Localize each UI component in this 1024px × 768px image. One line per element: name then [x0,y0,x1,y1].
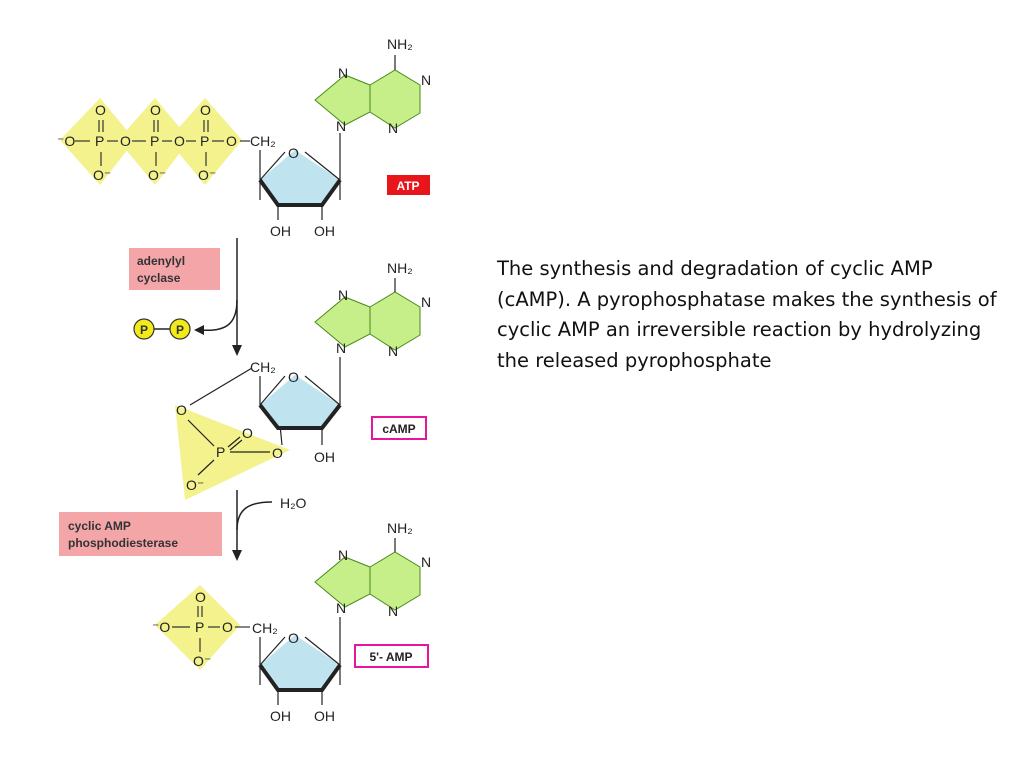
atom-n: N [388,603,398,619]
atom-oh: OH [314,449,335,465]
ch2-group: CH₂ [252,620,278,636]
water-label: H₂O [280,495,307,511]
camp-label: cAMP [382,422,415,436]
atom-o: O [272,445,283,461]
monophosphate-group [155,585,240,670]
ch2-group: CH₂ [250,359,276,375]
adenylyl-cyclase-box [129,248,220,290]
triphosphate-group: O O O ⁻O P O P O P O O⁻ [57,98,250,185]
atom-n: N [338,65,348,81]
atom-p: P [195,619,204,635]
atom-o: O [95,102,106,118]
ch2-group: CH₂ [250,133,276,149]
phosphate-p1: P [140,323,148,337]
camp-molecule: O P O O O⁻ O CH₂ OH N N N N NH₂ cAM [175,260,431,500]
atom-o: O [176,402,187,418]
atom-n: N [338,547,348,563]
atom-n: N [421,294,431,310]
atom-oh: OH [314,223,335,239]
atom-o-minus: O⁻ [186,477,204,493]
adenine-base: N N N N NH₂ [314,260,431,359]
atom-o: O [195,589,206,605]
atom-o: O [226,133,237,149]
phosphodiesterase-step: H₂O cyclic AMP phosphodiesterase [59,490,307,561]
amp-molecule: O ⁻O P O O⁻ O CH₂ OH OH N N N N [152,520,431,724]
atom-o-minus: ⁻O [152,619,170,635]
adenylyl-cyclase-step: adenylyl cyclase P P [129,238,242,356]
atom-n: N [336,340,346,356]
phosphate-p2: P [176,323,184,337]
atp-label: ATP [396,179,419,193]
atom-o-minus: O⁻ [93,167,111,183]
atom-o: O [242,425,253,441]
pyrophosphate-icon: P P [133,318,191,340]
adenylyl-cyclase-label-1: adenylyl [137,254,185,268]
nh2-group: NH₂ [387,36,413,52]
atom-oh: OH [270,223,291,239]
amp-badge [354,644,429,668]
nh2-group: NH₂ [387,260,413,276]
atom-n: N [421,554,431,570]
atp-badge [387,175,430,195]
atom-n: N [336,600,346,616]
amp-label: 5'- AMP [369,650,412,664]
figure-caption: The synthesis and degradation of cyclic … [497,257,997,372]
adenylyl-cyclase-label-2: cyclase [137,271,181,285]
camp-badge [371,416,427,440]
ribose-ring: O CH₂ OH OH [250,133,342,239]
atom-oh: OH [314,708,335,724]
atom-oh: OH [270,708,291,724]
phosphodiesterase-label-1: cyclic AMP [68,519,131,533]
atom-o-minus: O⁻ [193,653,211,669]
atom-o: O [288,630,299,646]
phosphodiesterase-box [59,512,222,556]
atom-n: N [421,72,431,88]
atom-o-minus: O⁻ [148,167,166,183]
adenine-base: N N N N NH₂ [314,36,431,136]
atom-o-minus: ⁻O [57,133,75,149]
phosphodiesterase-label-2: phosphodiesterase [68,536,178,550]
atom-p: P [200,133,209,149]
atom-o-minus: O⁻ [198,167,216,183]
atom-p: P [95,133,104,149]
atom-o: O [288,369,299,385]
atp-molecule: O O O ⁻O P O P O P O O⁻ [57,36,431,239]
atom-o: O [200,102,211,118]
atom-o: O [120,133,131,149]
nh2-group: NH₂ [387,520,413,536]
atom-p: P [150,133,159,149]
atom-o: O [174,133,185,149]
atom-o: O [288,145,299,161]
atom-o: O [222,619,233,635]
atom-n: N [338,287,348,303]
atom-n: N [388,120,398,136]
atom-n: N [388,343,398,359]
adenine-base: N N N N NH₂ [314,520,431,619]
atom-n: N [336,118,346,134]
atom-p: P [216,444,225,460]
atom-o: O [150,102,161,118]
